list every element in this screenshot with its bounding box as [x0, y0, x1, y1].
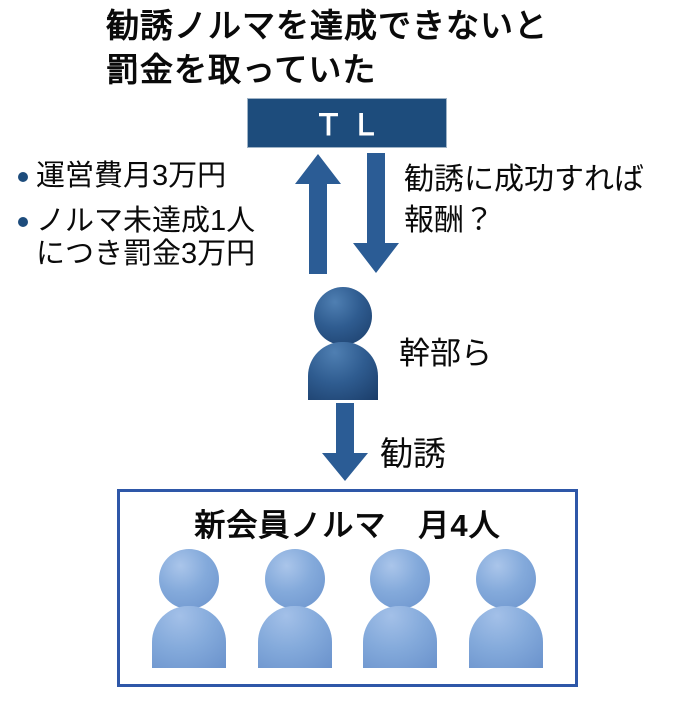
payment-up-arrow-icon	[295, 154, 341, 274]
tl-box: ＴＬ	[247, 98, 447, 148]
person-body	[469, 606, 544, 668]
person-head	[314, 287, 372, 345]
note-quota-fine: ノルマ未達成1人 につき罰金3万円	[12, 205, 312, 271]
member-quota-box: 新会員ノルマ 月4人	[117, 489, 578, 687]
person-head	[264, 549, 325, 609]
person-body	[257, 606, 332, 668]
member-row	[120, 549, 575, 668]
person-body	[308, 342, 378, 400]
bullet-icon	[18, 172, 28, 182]
person-head	[370, 549, 431, 609]
person-head	[476, 549, 537, 609]
note-operating-fee: 運営費月3万円	[12, 160, 312, 193]
member-person-icon	[363, 549, 438, 668]
executive-label: 幹部ら	[399, 336, 492, 371]
executive-person-icon	[308, 287, 378, 400]
note-text: 運営費月3万円	[36, 160, 227, 192]
member-quota-title: 新会員ノルマ 月4人	[194, 508, 501, 543]
payment-notes: 運営費月3万円 ノルマ未達成1人 につき罰金3万円	[12, 160, 312, 283]
person-body	[151, 606, 226, 668]
note-text: ノルマ未達成1人 につき罰金3万円	[36, 205, 256, 271]
bullet-icon	[18, 217, 28, 228]
recruit-label: 勧誘	[380, 435, 446, 472]
person-head	[158, 549, 219, 609]
headline: 勧誘ノルマを達成できないと 罰金を取っていた	[106, 7, 548, 88]
reward-note: 勧誘に成功すれば 報酬？	[404, 163, 644, 237]
recruit-down-arrow-icon	[322, 403, 368, 481]
reward-down-arrow-icon	[353, 153, 399, 273]
person-body	[363, 606, 438, 668]
member-person-icon	[257, 549, 332, 668]
member-person-icon	[469, 549, 544, 668]
tl-label: ＴＬ	[313, 110, 388, 142]
member-person-icon	[151, 549, 226, 668]
